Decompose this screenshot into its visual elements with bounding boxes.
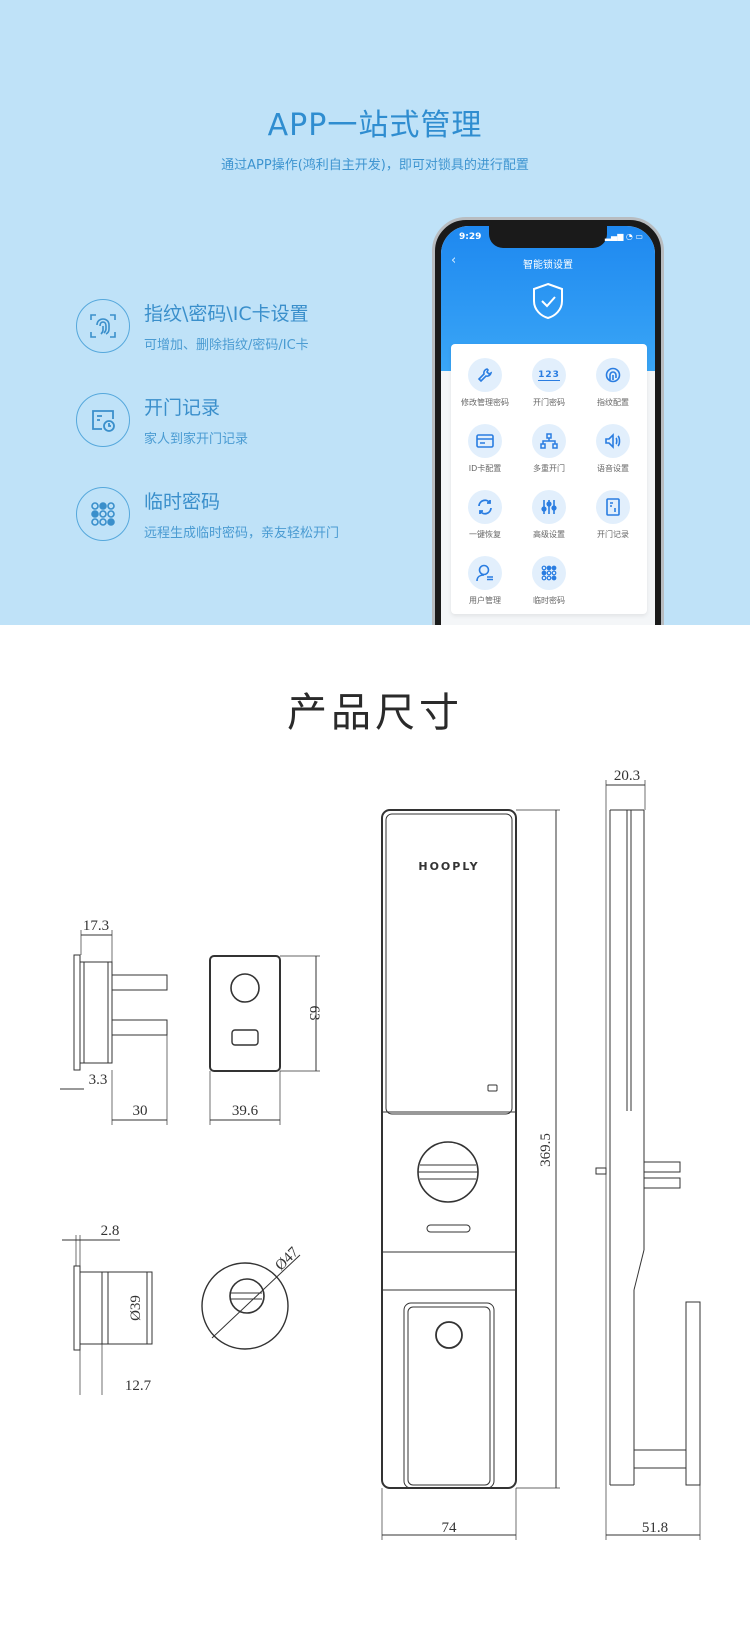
- feature-title: 临时密码: [144, 491, 221, 513]
- phone-notch: [489, 226, 607, 248]
- grid-item-temp-password[interactable]: 临时密码: [518, 556, 580, 606]
- strike-front-view: [209, 955, 320, 1125]
- grid-item-reset[interactable]: 一键恢复: [454, 490, 516, 540]
- feature-desc: 远程生成临时密码，亲友轻松开门: [144, 526, 340, 541]
- feature-fingerprint: 指纹\密码\IC卡设置 可增加、删除指纹/密码/IC卡: [76, 299, 396, 359]
- grid-item-user-management[interactable]: 用户管理: [454, 556, 516, 606]
- cylinder-side-view: [62, 1235, 153, 1395]
- grid-item-multi-unlock[interactable]: 多重开门: [518, 424, 580, 474]
- refresh-icon: [468, 490, 502, 524]
- dim-label: 20.3: [614, 768, 640, 784]
- grid-item-id-card[interactable]: ID卡配置: [454, 424, 516, 474]
- grid-item-door-password[interactable]: 123 开门密码: [518, 358, 580, 408]
- dim-label: 2.8: [101, 1223, 120, 1239]
- grid-item-advanced-settings[interactable]: 高级设置: [518, 490, 580, 540]
- dim-label: 39.6: [232, 1103, 259, 1119]
- fingerprint-icon: [76, 299, 130, 353]
- app-management-section: APP一站式管理 通过APP操作(鸿利自主开发)，即可对锁具的进行配置 指纹\密…: [0, 0, 750, 625]
- lock-side-view: [595, 780, 701, 1540]
- status-icons: ▂▄▆ ◔ ▭: [604, 232, 643, 241]
- id-card-icon: [468, 424, 502, 458]
- grid-item-change-admin-password[interactable]: 修改管理密码: [454, 358, 516, 408]
- app-nav-title: 智能锁设置: [523, 260, 573, 271]
- section-title: APP一站式管理: [267, 108, 483, 143]
- dim-label: 30: [133, 1103, 148, 1119]
- dim-label: 74: [442, 1520, 458, 1536]
- settings-grid: 修改管理密码 123 开门密码 指纹配置 ID卡配置: [451, 344, 647, 614]
- dim-label: 17.3: [83, 918, 109, 934]
- door-record-icon: [76, 393, 130, 447]
- grid-item-door-record[interactable]: 开门记录: [582, 490, 644, 540]
- speaker-icon: [596, 424, 630, 458]
- section-subtitle: 通过APP操作(鸿利自主开发)，即可对锁具的进行配置: [221, 158, 529, 173]
- status-time: 9:29: [459, 232, 482, 242]
- network-icon: [532, 424, 566, 458]
- feature-desc: 家人到家开门记录: [144, 432, 249, 447]
- dimensions-title: 产品尺寸: [287, 690, 463, 736]
- dim-label: Ø47: [272, 1244, 302, 1274]
- wrench-icon: [468, 358, 502, 392]
- user-manage-icon: [468, 556, 502, 590]
- phone-mockup: 9:29 ▂▄▆ ◔ ▭ ‹ 智能锁设置 修改管理密码 123: [432, 217, 664, 625]
- lock-front-view: [381, 809, 560, 1540]
- brand-logo: HOOPLY: [418, 860, 479, 873]
- feature-desc: 可增加、删除指纹/密码/IC卡: [144, 338, 309, 353]
- grid-item-voice-settings[interactable]: 语音设置: [582, 424, 644, 474]
- record-icon: [596, 490, 630, 524]
- dimension-drawings: HOOPLY 17.3 3.3 30 39.6 63 2.8 Ø39 12.7 …: [60, 768, 701, 1540]
- feature-title: 指纹\密码\IC卡设置: [144, 303, 309, 325]
- dim-label: 369.5: [538, 1133, 554, 1167]
- grid-item-fingerprint-config[interactable]: 指纹配置: [582, 358, 644, 408]
- dim-label: 3.3: [89, 1072, 108, 1088]
- dim-label: Ø39: [128, 1295, 144, 1321]
- fingerprint-icon: [596, 358, 630, 392]
- feature-door-record: 开门记录 家人到家开门记录: [76, 393, 396, 453]
- strike-side-view: [60, 930, 168, 1125]
- feature-temp-password: 临时密码 远程生成临时密码，亲友轻松开门: [76, 487, 396, 547]
- dim-label: 63: [306, 1006, 322, 1021]
- number-code-icon: 123: [532, 358, 566, 392]
- back-button[interactable]: ‹: [451, 253, 457, 268]
- dim-label: 12.7: [125, 1378, 152, 1394]
- rosette-view: [201, 1254, 301, 1350]
- feature-title: 开门记录: [144, 397, 221, 419]
- keypad-icon: [532, 556, 566, 590]
- keypad-icon: [76, 487, 130, 541]
- dim-label: 51.8: [642, 1520, 668, 1536]
- shield-check-icon: [531, 282, 565, 324]
- phone-screen: 9:29 ▂▄▆ ◔ ▭ ‹ 智能锁设置 修改管理密码 123: [441, 226, 655, 625]
- sliders-icon: [532, 490, 566, 524]
